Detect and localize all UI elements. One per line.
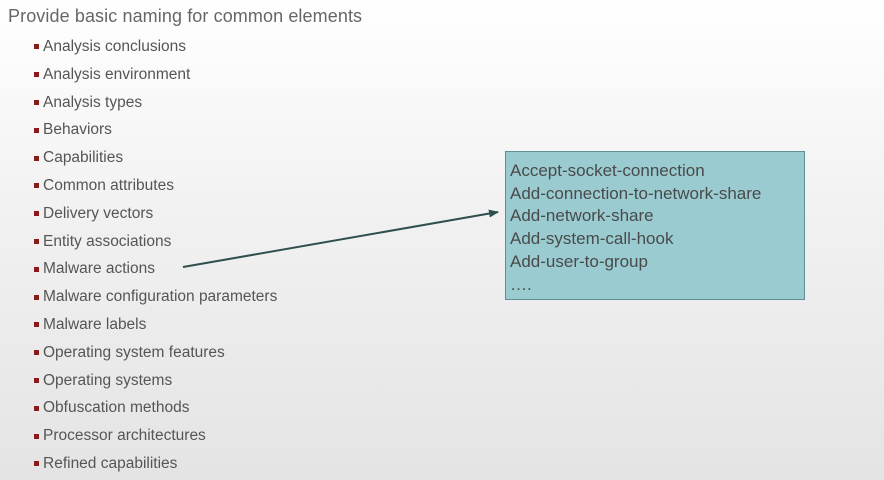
bullet-list: Analysis conclusions Analysis environmen…: [34, 33, 277, 478]
action-names-callout: Accept-socket-connection Add-connection-…: [505, 151, 805, 300]
bullet-label: Delivery vectors: [43, 204, 154, 222]
bullet-square-icon: [34, 183, 39, 189]
bullet-label: Behaviors: [43, 121, 112, 139]
bullet-label: Refined capabilities: [43, 454, 178, 472]
bullet-label: Malware actions: [43, 260, 155, 278]
bullet-square-icon: [34, 461, 39, 467]
callout-line: Accept-socket-connection: [510, 161, 705, 180]
list-item: Obfuscation methods: [34, 394, 277, 422]
list-item: Behaviors: [34, 116, 277, 144]
bullet-square-icon: [34, 350, 39, 356]
bullet-square-icon: [34, 211, 39, 217]
bullet-label: Processor architectures: [43, 427, 206, 445]
bullet-label: Analysis conclusions: [43, 38, 187, 55]
list-item: Delivery vectors: [34, 200, 277, 228]
callout-line: Add-user-to-group: [510, 251, 648, 271]
bullet-square-icon: [34, 72, 39, 78]
list-item: Processor architectures: [34, 422, 277, 450]
callout-line: Add-connection-to-network-share: [510, 183, 762, 203]
bullet-square-icon: [34, 44, 39, 50]
list-item-malware-actions: Malware actions: [34, 255, 277, 283]
bullet-label: Entity associations: [43, 232, 172, 250]
bullet-label: Operating systems: [43, 371, 173, 389]
slide-title: Provide basic naming for common elements: [8, 6, 363, 26]
bullet-label: Capabilities: [43, 149, 124, 167]
bullet-square-icon: [34, 294, 39, 300]
callout-line: Add-system-call-hook: [510, 229, 674, 249]
bullet-square-icon: [34, 127, 39, 133]
callout-line: Add-network-share: [510, 206, 654, 226]
bullet-label: Common attributes: [43, 176, 174, 194]
bullet-square-icon: [34, 405, 39, 411]
bullet-label: Obfuscation methods: [43, 399, 190, 417]
bullet-square-icon: [34, 433, 39, 439]
list-item: Entity associations: [34, 228, 277, 256]
list-item: Malware labels: [34, 311, 277, 339]
list-item: Analysis types: [34, 89, 277, 117]
bullet-square-icon: [34, 99, 39, 105]
bullet-square-icon: [34, 238, 39, 244]
bullet-label: Malware labels: [43, 315, 147, 333]
bullet-label: Analysis environment: [43, 65, 191, 83]
callout-line: ….: [510, 274, 532, 294]
bullet-square-icon: [34, 322, 39, 328]
list-item: Operating system features: [34, 339, 277, 367]
list-item: Common attributes: [34, 172, 277, 200]
list-item: Refined capabilities: [34, 450, 277, 478]
list-item: Analysis conclusions: [34, 33, 277, 61]
list-item: Analysis environment: [34, 61, 277, 89]
list-item: Capabilities: [34, 144, 277, 172]
bullet-square-icon: [34, 155, 39, 161]
bullet-square-icon: [34, 266, 39, 272]
bullet-square-icon: [34, 377, 39, 383]
bullet-label: Operating system features: [43, 343, 225, 361]
bullet-label: Analysis types: [43, 93, 143, 111]
list-item: Malware configuration parameters: [34, 283, 277, 311]
bullet-label: Malware configuration parameters: [43, 288, 278, 306]
list-item: Operating systems: [34, 367, 277, 395]
